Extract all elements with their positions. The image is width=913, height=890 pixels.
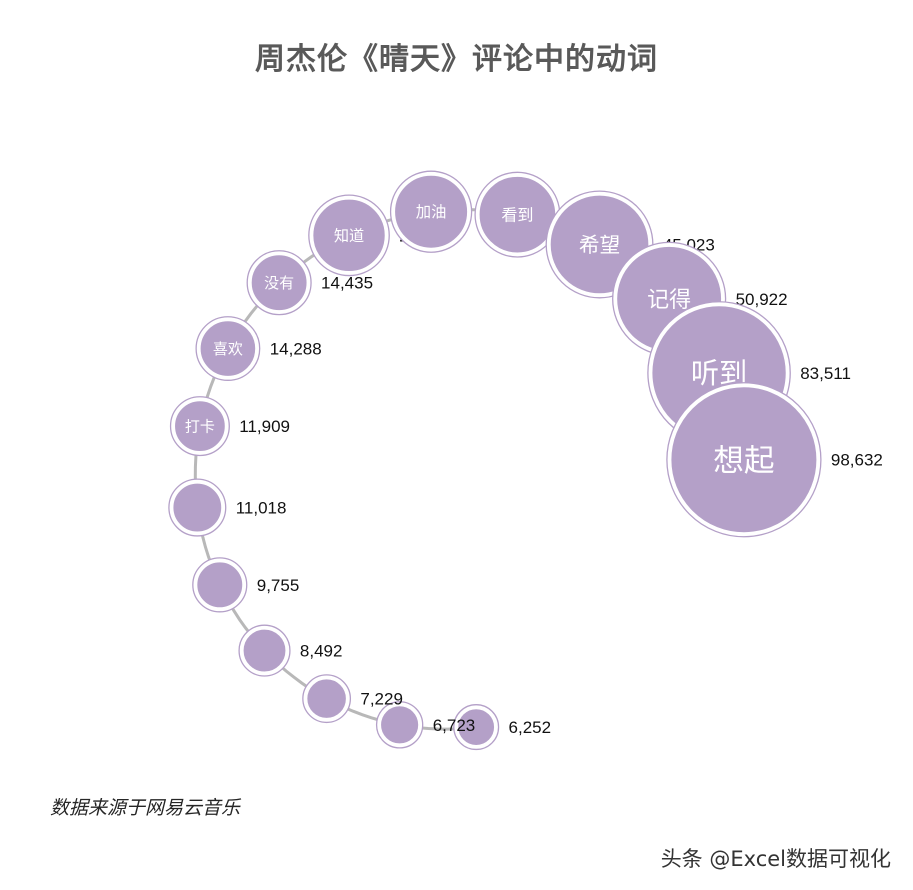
- value-label: 14,435: [321, 274, 373, 293]
- bubble-mark: [199, 320, 257, 377]
- value-label: 11,018: [236, 499, 287, 518]
- bubble-label: 加油: [416, 203, 447, 221]
- bubble-10: 打卡 11,909: [169, 396, 290, 457]
- value-label: 83,511: [800, 364, 851, 383]
- source-note: 数据来源于网易云音乐: [50, 797, 241, 819]
- bubble-label: 看到: [501, 205, 533, 224]
- value-label: 6,252: [509, 718, 552, 737]
- bubble-mark: [306, 678, 347, 719]
- bubble-9: 喜欢 14,288: [195, 316, 322, 381]
- bubble-mark: [250, 254, 308, 312]
- bubble-8: 没有 14,435: [246, 250, 373, 316]
- watermark: 头条 @Excel数据可视化: [660, 847, 891, 871]
- bubble-mark: [457, 708, 496, 746]
- value-label: 6,723: [433, 716, 476, 735]
- value-label: 14,288: [270, 340, 322, 359]
- bubble-mark: [174, 400, 226, 452]
- bubble-12: 9,755: [192, 557, 300, 613]
- value-label: 11,909: [239, 417, 290, 436]
- bubble-label: 知道: [334, 227, 364, 245]
- bubble-7: 知道24,254: [308, 194, 451, 277]
- bubble-label: 打卡: [185, 418, 215, 436]
- value-label: 9,755: [257, 576, 300, 595]
- bubble-mark: [380, 705, 420, 745]
- bubble-label: 想起: [713, 444, 774, 479]
- bubble-11: 11,018: [168, 478, 287, 537]
- value-label: 50,922: [736, 290, 788, 309]
- bubble-label: 没有: [264, 274, 294, 292]
- bubble-1: 想起 98,632: [666, 382, 883, 538]
- bubble-mark: [312, 198, 386, 273]
- bubble-14: 7,229: [302, 674, 403, 724]
- bubble-mark: [670, 386, 818, 534]
- bubble-mark: [196, 561, 244, 609]
- bubble-mark: [172, 482, 223, 533]
- bubble-15: 6,723: [375, 701, 476, 749]
- bubble-13: 8,492: [238, 624, 343, 677]
- bubble-mark: [394, 174, 469, 249]
- bubble-label: 记得: [647, 288, 691, 313]
- bubble-mark: [242, 628, 287, 673]
- bubble-16: 6,252: [453, 704, 552, 751]
- value-label: 98,632: [831, 451, 883, 470]
- value-label: 8,492: [300, 642, 343, 661]
- value-label: 7,229: [360, 690, 403, 709]
- bubble-label: 喜欢: [213, 340, 243, 358]
- chart-title: 周杰伦《晴天》评论中的动词: [255, 42, 658, 77]
- bubble-label: 希望: [579, 233, 620, 257]
